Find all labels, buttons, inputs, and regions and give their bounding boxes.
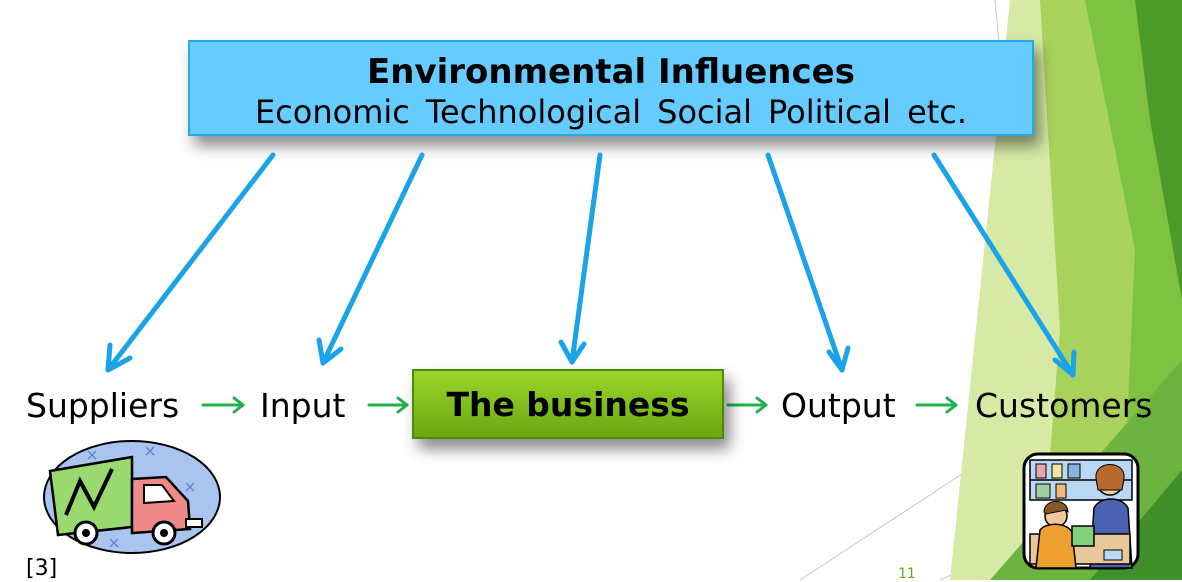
deco-shape xyxy=(1135,0,1182,300)
reference-marker: [3] xyxy=(26,556,58,581)
flow-arrow-business-output xyxy=(726,396,768,414)
influence-arrow-input xyxy=(316,152,425,366)
influence-arrow-customers xyxy=(931,152,1077,378)
factor-economic: Economic xyxy=(254,93,410,131)
suppliers-label: Suppliers xyxy=(26,386,180,425)
delivery-truck-clipart-icon xyxy=(43,440,221,554)
factor-political: Political xyxy=(768,93,892,131)
environmental-influences-box: Environmental Influences Economic Technol… xyxy=(188,40,1034,136)
customers-label: Customers xyxy=(975,386,1153,425)
factor-social: Social xyxy=(657,93,753,131)
flow-arrow-output-customers xyxy=(915,396,958,414)
environmental-factors: Economic Technological Social Political etc. xyxy=(190,92,1032,132)
business-box: The business xyxy=(412,369,724,439)
shop-counter-clipart-icon xyxy=(1022,452,1140,570)
influence-arrow-suppliers xyxy=(105,152,276,373)
output-label: Output xyxy=(781,386,896,425)
factor-technological: Technological xyxy=(425,93,642,131)
flow-arrow-input-business xyxy=(367,396,409,414)
influence-arrow-output xyxy=(765,152,851,373)
factor-etc: etc. xyxy=(907,93,968,131)
environmental-influences-title: Environmental Influences xyxy=(367,52,855,92)
business-label: The business xyxy=(446,384,690,424)
influence-arrow-business xyxy=(558,152,603,365)
page-number: 11 xyxy=(898,566,916,582)
flow-arrow-suppliers-input xyxy=(201,396,245,414)
input-label: Input xyxy=(260,386,346,425)
